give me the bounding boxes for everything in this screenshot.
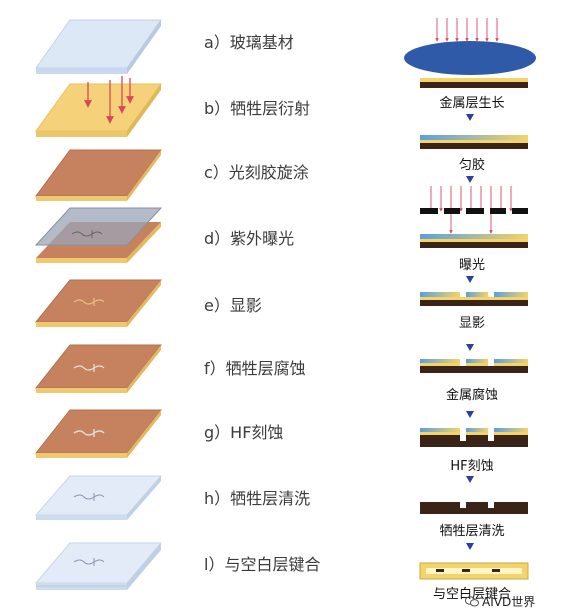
step-label-b: b）牺牲层衍射 (204, 99, 311, 118)
plate-g-hf-etch (34, 409, 163, 458)
section-label-bond: 与空白层键合 (432, 587, 512, 602)
arrow-down-4 (466, 344, 474, 351)
section-label-exposure: 曝光 (458, 258, 486, 273)
step-label-l: l）与空白层键合 (204, 555, 321, 574)
step-label-h: h）牺牲层清洗 (204, 489, 311, 508)
section-label-metal-growth: 金属层生长 (439, 96, 505, 111)
section-label-develop: 显影 (458, 316, 486, 331)
section-hf-etch (420, 428, 528, 447)
arrow-down-3 (466, 276, 474, 283)
uv-arrows (429, 186, 513, 234)
deposition-arrows (84, 76, 134, 124)
section-clean (420, 502, 528, 514)
arrow-down-5 (466, 411, 474, 418)
plate-f-sacrificial-etch (34, 344, 163, 393)
section-label-spin-coat: 匀胶 (458, 158, 486, 173)
plate-h-clean (34, 475, 163, 520)
step-label-d: d）紫外曝光 (204, 229, 295, 248)
section-label-clean: 牺牲层清洗 (439, 524, 505, 539)
section-bond (419, 562, 529, 580)
step-label-g: g）HF刻蚀 (204, 423, 284, 442)
wechat-icon (465, 596, 479, 607)
plate-c-photoresist (35, 149, 162, 201)
photomask (34, 207, 163, 246)
section-metal-etch (420, 359, 528, 373)
step-label-e: e）显影 (204, 296, 262, 315)
section-spin-coat (420, 135, 528, 149)
arrow-down-6 (466, 476, 474, 483)
step-label-c: c）光刻胶旋涂 (204, 163, 309, 182)
watermark-text: AIVD世界 (482, 595, 536, 609)
plate-d-exposure (34, 207, 163, 263)
section-label-hf-etch: HF刻蚀 (450, 459, 494, 474)
section-metal-growth (404, 18, 536, 88)
step-label-a: a）玻璃基材 (204, 33, 294, 52)
section-label-metal-etch: 金属腐蚀 (445, 388, 499, 403)
sputter-arrows (435, 18, 499, 42)
plate-a-glass (35, 19, 162, 74)
mask-bar (420, 208, 528, 214)
section-exposure (420, 186, 528, 248)
section-develop (420, 292, 528, 306)
arrow-down-1 (466, 114, 474, 121)
arrow-down-2 (466, 176, 474, 183)
plate-b-sacrificial (35, 76, 162, 137)
arrow-down-7 (466, 543, 474, 550)
plate-l-bond (34, 542, 163, 590)
watermark: AIVD世界 (465, 593, 535, 610)
step-label-f: f）牺牲层腐蚀 (204, 359, 306, 378)
plate-e-develop (34, 279, 163, 327)
